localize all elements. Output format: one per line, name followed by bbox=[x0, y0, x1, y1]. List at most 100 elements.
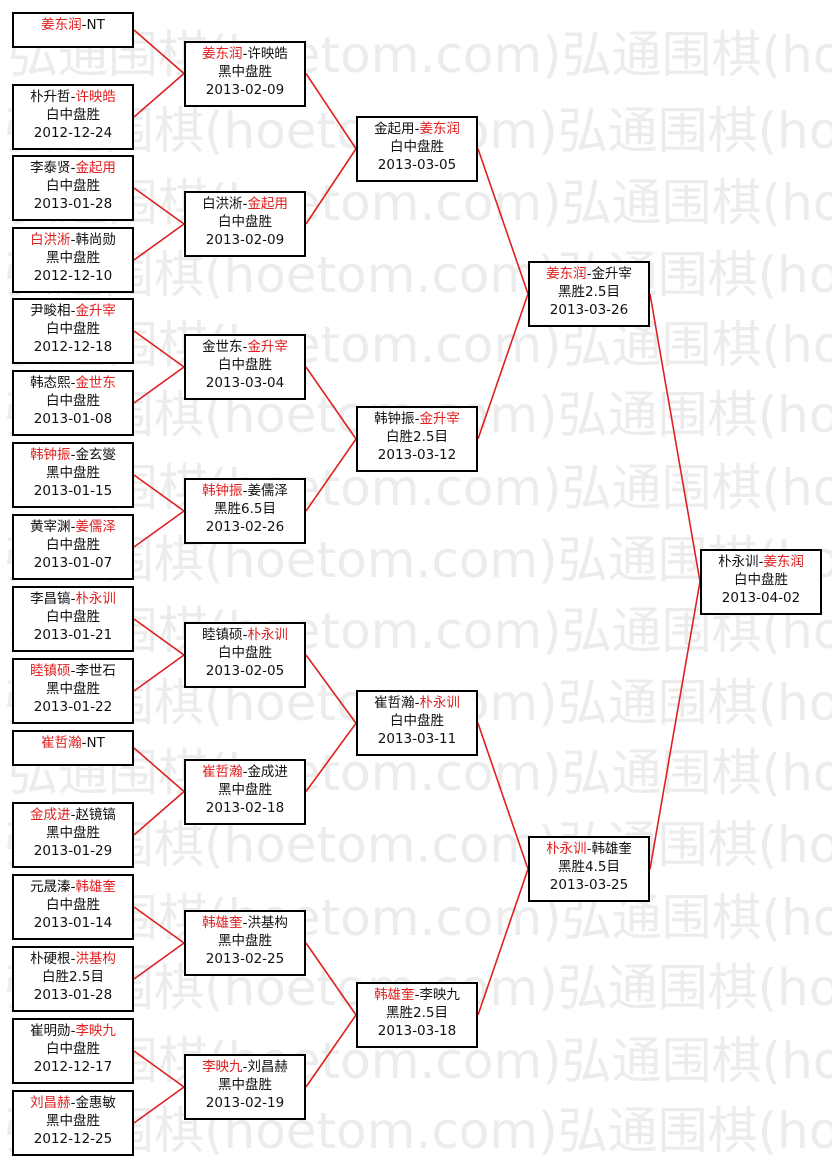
match-date: 2013-01-15 bbox=[33, 483, 113, 499]
vs-dash: - bbox=[586, 266, 592, 282]
match-players: 姜东润-许映皓 bbox=[186, 45, 304, 63]
bracket-connector bbox=[477, 293, 529, 440]
match-players: 黄宰渊-姜儒泽 bbox=[14, 518, 132, 536]
player-one: 睦镇硕 bbox=[202, 627, 243, 643]
bracket-connector bbox=[133, 474, 185, 512]
match-result: 白中盘胜 bbox=[46, 897, 100, 913]
player-two: 姜东润 bbox=[419, 121, 460, 137]
vs-dash: - bbox=[414, 121, 420, 137]
player-two: 金起用 bbox=[247, 196, 288, 212]
match-date: 2013-03-26 bbox=[549, 302, 629, 318]
player-two: 姜儒泽 bbox=[247, 483, 288, 499]
match-date: 2012-12-24 bbox=[33, 125, 113, 141]
match-players: 崔哲瀚-NT bbox=[14, 734, 132, 752]
bracket-connector bbox=[133, 1050, 185, 1088]
match-box: 韩钟振-金玄燮黑中盘胜 2013-01-15 bbox=[12, 442, 134, 508]
match-date: 2013-02-09 bbox=[205, 82, 285, 98]
match-date: 2013-02-09 bbox=[205, 232, 285, 248]
match-players: 元晟溱-韩雄奎 bbox=[14, 878, 132, 896]
match-result: 白胜2.5目 bbox=[42, 969, 104, 985]
vs-dash: - bbox=[758, 554, 764, 570]
match-date: 2013-01-29 bbox=[33, 843, 113, 859]
match-players: 金成进-赵镜镐 bbox=[14, 806, 132, 824]
match-date: 2013-02-18 bbox=[205, 800, 285, 816]
match-date: 2012-12-10 bbox=[33, 268, 113, 284]
player-one: 韩雄奎 bbox=[374, 987, 415, 1003]
match-result: 白中盘胜 bbox=[46, 178, 100, 194]
vs-dash: - bbox=[414, 411, 420, 427]
match-result: 白中盘胜 bbox=[46, 393, 100, 409]
player-two: 金世东 bbox=[75, 375, 116, 391]
vs-dash: - bbox=[70, 807, 76, 823]
bracket-connector bbox=[305, 438, 357, 512]
match-result: 白中盘胜 bbox=[218, 645, 272, 661]
match-result: 白中盘胜 bbox=[218, 357, 272, 373]
bracket-connector bbox=[133, 223, 185, 261]
vs-dash: - bbox=[242, 627, 248, 643]
match-date: 2013-02-05 bbox=[205, 663, 285, 679]
bracket-connector bbox=[133, 366, 185, 404]
match-date: 2013-03-05 bbox=[377, 157, 457, 173]
player-one: 韩钟振 bbox=[374, 411, 415, 427]
player-one: 李昌镐 bbox=[30, 591, 71, 607]
player-one: 韩钟振 bbox=[30, 447, 71, 463]
match-result: 黑中盘胜 bbox=[46, 1113, 100, 1129]
vs-dash: - bbox=[242, 915, 248, 931]
vs-dash: - bbox=[70, 89, 76, 105]
match-result: 黑胜6.5目 bbox=[214, 501, 276, 517]
player-one: 崔明勋 bbox=[30, 1023, 71, 1039]
match-date: 2013-03-18 bbox=[377, 1023, 457, 1039]
bracket-connector bbox=[305, 366, 357, 440]
vs-dash: - bbox=[70, 447, 76, 463]
player-one: 白洪淅 bbox=[30, 232, 71, 248]
vs-dash: - bbox=[242, 339, 248, 355]
match-date: 2013-01-21 bbox=[33, 627, 113, 643]
match-result: 黑中盘胜 bbox=[46, 465, 100, 481]
vs-dash: - bbox=[70, 519, 76, 535]
bracket-connector bbox=[133, 187, 185, 225]
bracket-connector bbox=[305, 1014, 357, 1088]
player-two: 金起用 bbox=[75, 160, 116, 176]
player-one: 崔哲瀚 bbox=[202, 764, 243, 780]
match-result: 白中盘胜 bbox=[46, 609, 100, 625]
match-result: 黑中盘胜 bbox=[46, 825, 100, 841]
player-one: 朴永训 bbox=[718, 554, 759, 570]
player-one: 李泰贤 bbox=[30, 160, 71, 176]
match-players: 朴永训-姜东润 bbox=[702, 553, 820, 571]
match-players: 韩雄奎-洪基构 bbox=[186, 914, 304, 932]
match-date: 2013-01-14 bbox=[33, 915, 113, 931]
player-one: 刘昌赫 bbox=[30, 1095, 71, 1111]
match-result: 黑中盘胜 bbox=[218, 64, 272, 80]
match-players: 白洪淅-金起用 bbox=[186, 195, 304, 213]
player-one: 金成进 bbox=[30, 807, 71, 823]
vs-dash: - bbox=[70, 375, 76, 391]
match-result: 黑中盘胜 bbox=[218, 1077, 272, 1093]
match-box: 崔哲瀚-NT bbox=[12, 730, 134, 766]
player-two: 许映皓 bbox=[75, 89, 116, 105]
bracket-connector bbox=[133, 72, 185, 118]
match-players: 韩钟振-金升宰 bbox=[358, 410, 476, 428]
vs-dash: - bbox=[70, 160, 76, 176]
match-players: 睦镇硕-李世石 bbox=[14, 662, 132, 680]
match-box: 姜东润-NT bbox=[12, 12, 134, 48]
player-two: 金玄燮 bbox=[75, 447, 116, 463]
match-result: 白胜2.5目 bbox=[386, 429, 448, 445]
player-two: 朴永训 bbox=[419, 695, 460, 711]
player-two: 洪基构 bbox=[75, 951, 116, 967]
vs-dash: - bbox=[586, 841, 592, 857]
